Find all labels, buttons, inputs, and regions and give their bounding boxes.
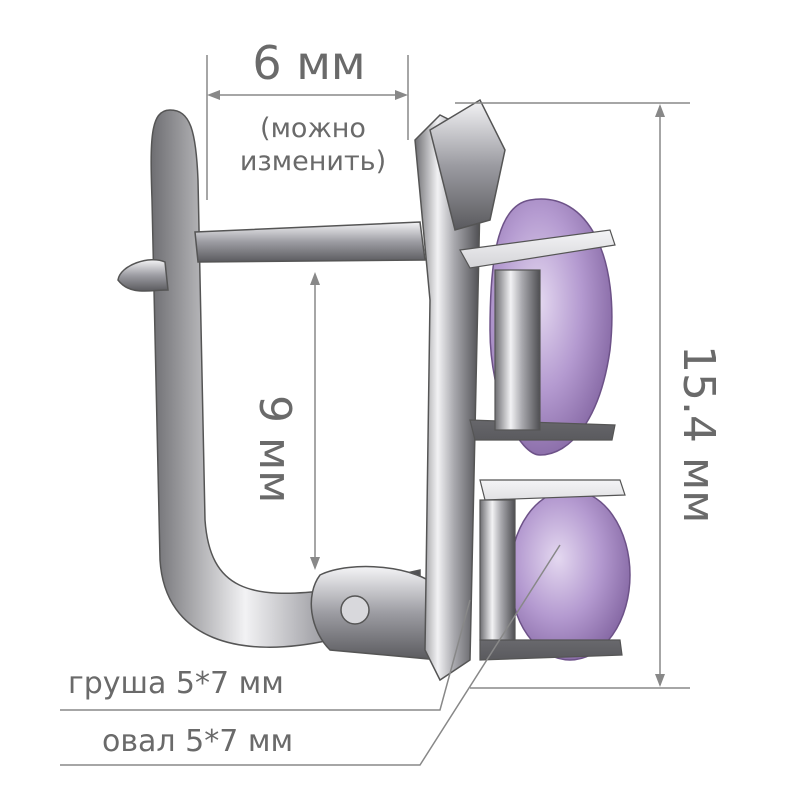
hinge	[310, 565, 441, 661]
inner-height-label: 9 мм	[249, 395, 300, 504]
latch-tab	[117, 259, 169, 292]
oval-stone	[509, 489, 631, 661]
oval-gallery	[479, 499, 516, 641]
oval-prongs	[479, 479, 626, 661]
pear-gallery	[494, 269, 541, 431]
total-height-label: 15.4 мм	[673, 345, 724, 524]
pear-stone-label: груша 5*7 мм	[68, 666, 284, 701]
hinge-pin	[340, 595, 370, 625]
oval-stone-label: овал 5*7 мм	[102, 724, 294, 759]
width-label: 6 мм	[252, 36, 366, 90]
earring-arm	[194, 221, 426, 263]
dimension-lines	[60, 55, 690, 766]
top-bail	[429, 98, 506, 231]
width-note: (можно изменить)	[239, 113, 387, 177]
pear-prongs	[459, 229, 616, 441]
